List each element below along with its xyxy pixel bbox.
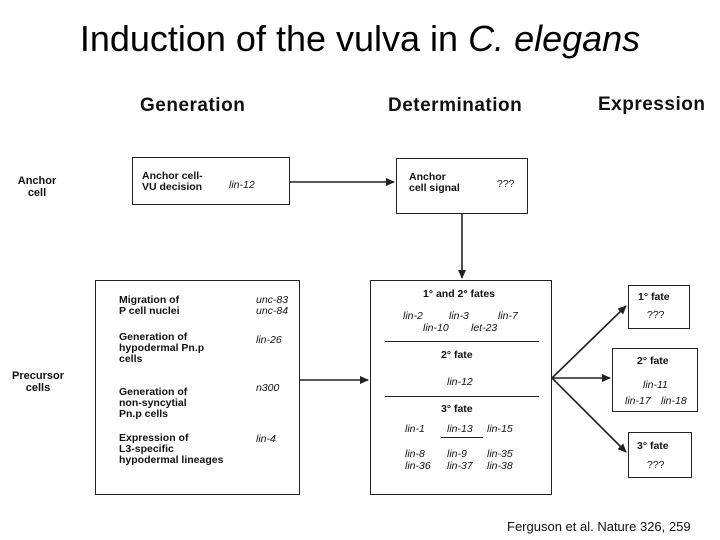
expression-primary-unknown: ??? <box>647 309 665 321</box>
row-label-precursor-line2: cells <box>25 382 51 394</box>
column-header-generation: Generation <box>140 95 246 116</box>
non-syncytial-line3: Pn.p cells <box>119 408 169 420</box>
gene-lin-36: lin-36 <box>405 460 431 472</box>
migration-line2: P cell nuclei <box>119 305 180 317</box>
gene-lin-4: lin-4 <box>256 433 276 445</box>
hypodermal-line2: hypodermal Pn.p <box>119 342 205 354</box>
gene-lin-2: lin-2 <box>403 310 423 322</box>
determination-fates-box: 1° and 2° fates lin-2 lin-3 lin-7 lin-10… <box>370 280 552 495</box>
anchor-signal-line2: cell signal <box>409 182 460 194</box>
anchor-cell-vu-text: Anchor cell- VU decision <box>142 171 203 193</box>
hypodermal-line1: Generation of <box>119 331 188 343</box>
l3-line3: hypodermal lineages <box>119 454 224 466</box>
migration-line1: Migration of <box>119 294 180 306</box>
arrow-to-tertiary <box>551 377 627 453</box>
non-syncytial-line2: non-syncytial <box>119 397 187 409</box>
expression-label-1: 1° fate <box>638 291 670 303</box>
gene-lin-8: lin-8 <box>405 448 425 460</box>
fate-divider-1 <box>385 341 539 342</box>
expression-label-3: 3° fate <box>637 440 669 452</box>
anchor-cell-signal-box: Anchor cell signal ??? <box>396 158 528 214</box>
hypodermal-line3: cells <box>119 353 143 365</box>
expression-secondary-fate-box: 2° fate lin-11 lin-17 lin-18 <box>612 348 698 412</box>
expression-primary-fate-box: 1° fate ??? <box>628 285 690 329</box>
gene-lin-38: lin-38 <box>487 460 513 472</box>
non-syncytial-line1: Generation of <box>119 386 188 398</box>
fate-label-2: 2° fate <box>441 349 473 361</box>
fate-label-1-and-2: 1° and 2° fates <box>423 288 496 300</box>
gene-lin-9: lin-9 <box>447 448 467 460</box>
gene-let-23: let-23 <box>471 322 498 334</box>
arrow-to-primary <box>551 305 627 379</box>
gene-unc-83: unc-83 <box>256 294 289 306</box>
l3-line1: Expression of <box>119 432 189 444</box>
gene-lin-26: lin-26 <box>256 334 282 346</box>
expression-tertiary-fate-box: 3° fate ??? <box>628 432 692 478</box>
hypodermal-generation-text: Generation of hypodermal Pn.p cells <box>119 332 204 365</box>
title-species: C. elegans <box>468 18 641 59</box>
row-label-anchor-cell: Anchor cell <box>6 175 68 199</box>
gene-lin-11: lin-11 <box>643 379 668 391</box>
migration-text: Migration of P cell nuclei <box>119 295 180 317</box>
slide-title: Induction of the vulva in C. elegans <box>0 18 720 60</box>
title-text: Induction of the vulva in <box>79 18 469 59</box>
gene-lin-10: lin-10 <box>423 322 449 334</box>
row-label-anchor-line2: cell <box>27 187 47 199</box>
anchor-signal-unknown: ??? <box>497 178 515 190</box>
gene-lin-12: lin-12 <box>229 179 255 191</box>
gene-lin-1: lin-1 <box>405 423 425 435</box>
row-label-anchor-line1: Anchor <box>17 175 57 187</box>
anchor-vu-line1: Anchor cell- <box>142 170 203 182</box>
anchor-signal-text: Anchor cell signal <box>409 172 460 194</box>
row-label-precursor-cells: Precursor cells <box>4 370 72 394</box>
gene-lin-15: lin-15 <box>487 423 513 435</box>
gene-lin-37: lin-37 <box>447 460 473 472</box>
gene-lin-12-determination: lin-12 <box>447 376 473 388</box>
anchor-cell-vu-decision-box: Anchor cell- VU decision lin-12 <box>132 157 290 205</box>
l3-expression-text: Expression of L3-specific hypodermal lin… <box>119 433 223 466</box>
column-header-expression: Expression <box>598 94 706 115</box>
column-header-determination: Determination <box>388 95 523 116</box>
row-label-precursor-line1: Precursor <box>12 370 64 382</box>
gene-lin-35: lin-35 <box>487 448 513 460</box>
anchor-vu-line2: VU decision <box>142 181 203 193</box>
fate-divider-2 <box>385 396 539 397</box>
gene-lin-13: lin-13 <box>447 423 473 435</box>
gene-n300: n300 <box>256 382 280 394</box>
non-syncytial-text: Generation of non-syncytial Pn.p cells <box>119 387 187 420</box>
fate-label-3: 3° fate <box>441 403 473 415</box>
gene-lin-7: lin-7 <box>498 310 518 322</box>
expression-tertiary-unknown: ??? <box>647 459 665 471</box>
citation: Ferguson et al. Nature 326, 259 <box>507 519 691 534</box>
fate-divider-3 <box>441 437 483 438</box>
anchor-signal-line1: Anchor <box>409 171 446 183</box>
expression-label-2: 2° fate <box>637 355 669 367</box>
precursor-generation-box: Migration of P cell nuclei unc-83 unc-84… <box>95 280 300 495</box>
gene-lin-17: lin-17 <box>625 395 651 407</box>
migration-genes: unc-83 unc-84 <box>256 295 288 317</box>
l3-line2: L3-specific <box>119 443 174 455</box>
gene-unc-84: unc-84 <box>256 305 289 317</box>
gene-lin-3: lin-3 <box>449 310 469 322</box>
gene-lin-18: lin-18 <box>661 395 687 407</box>
